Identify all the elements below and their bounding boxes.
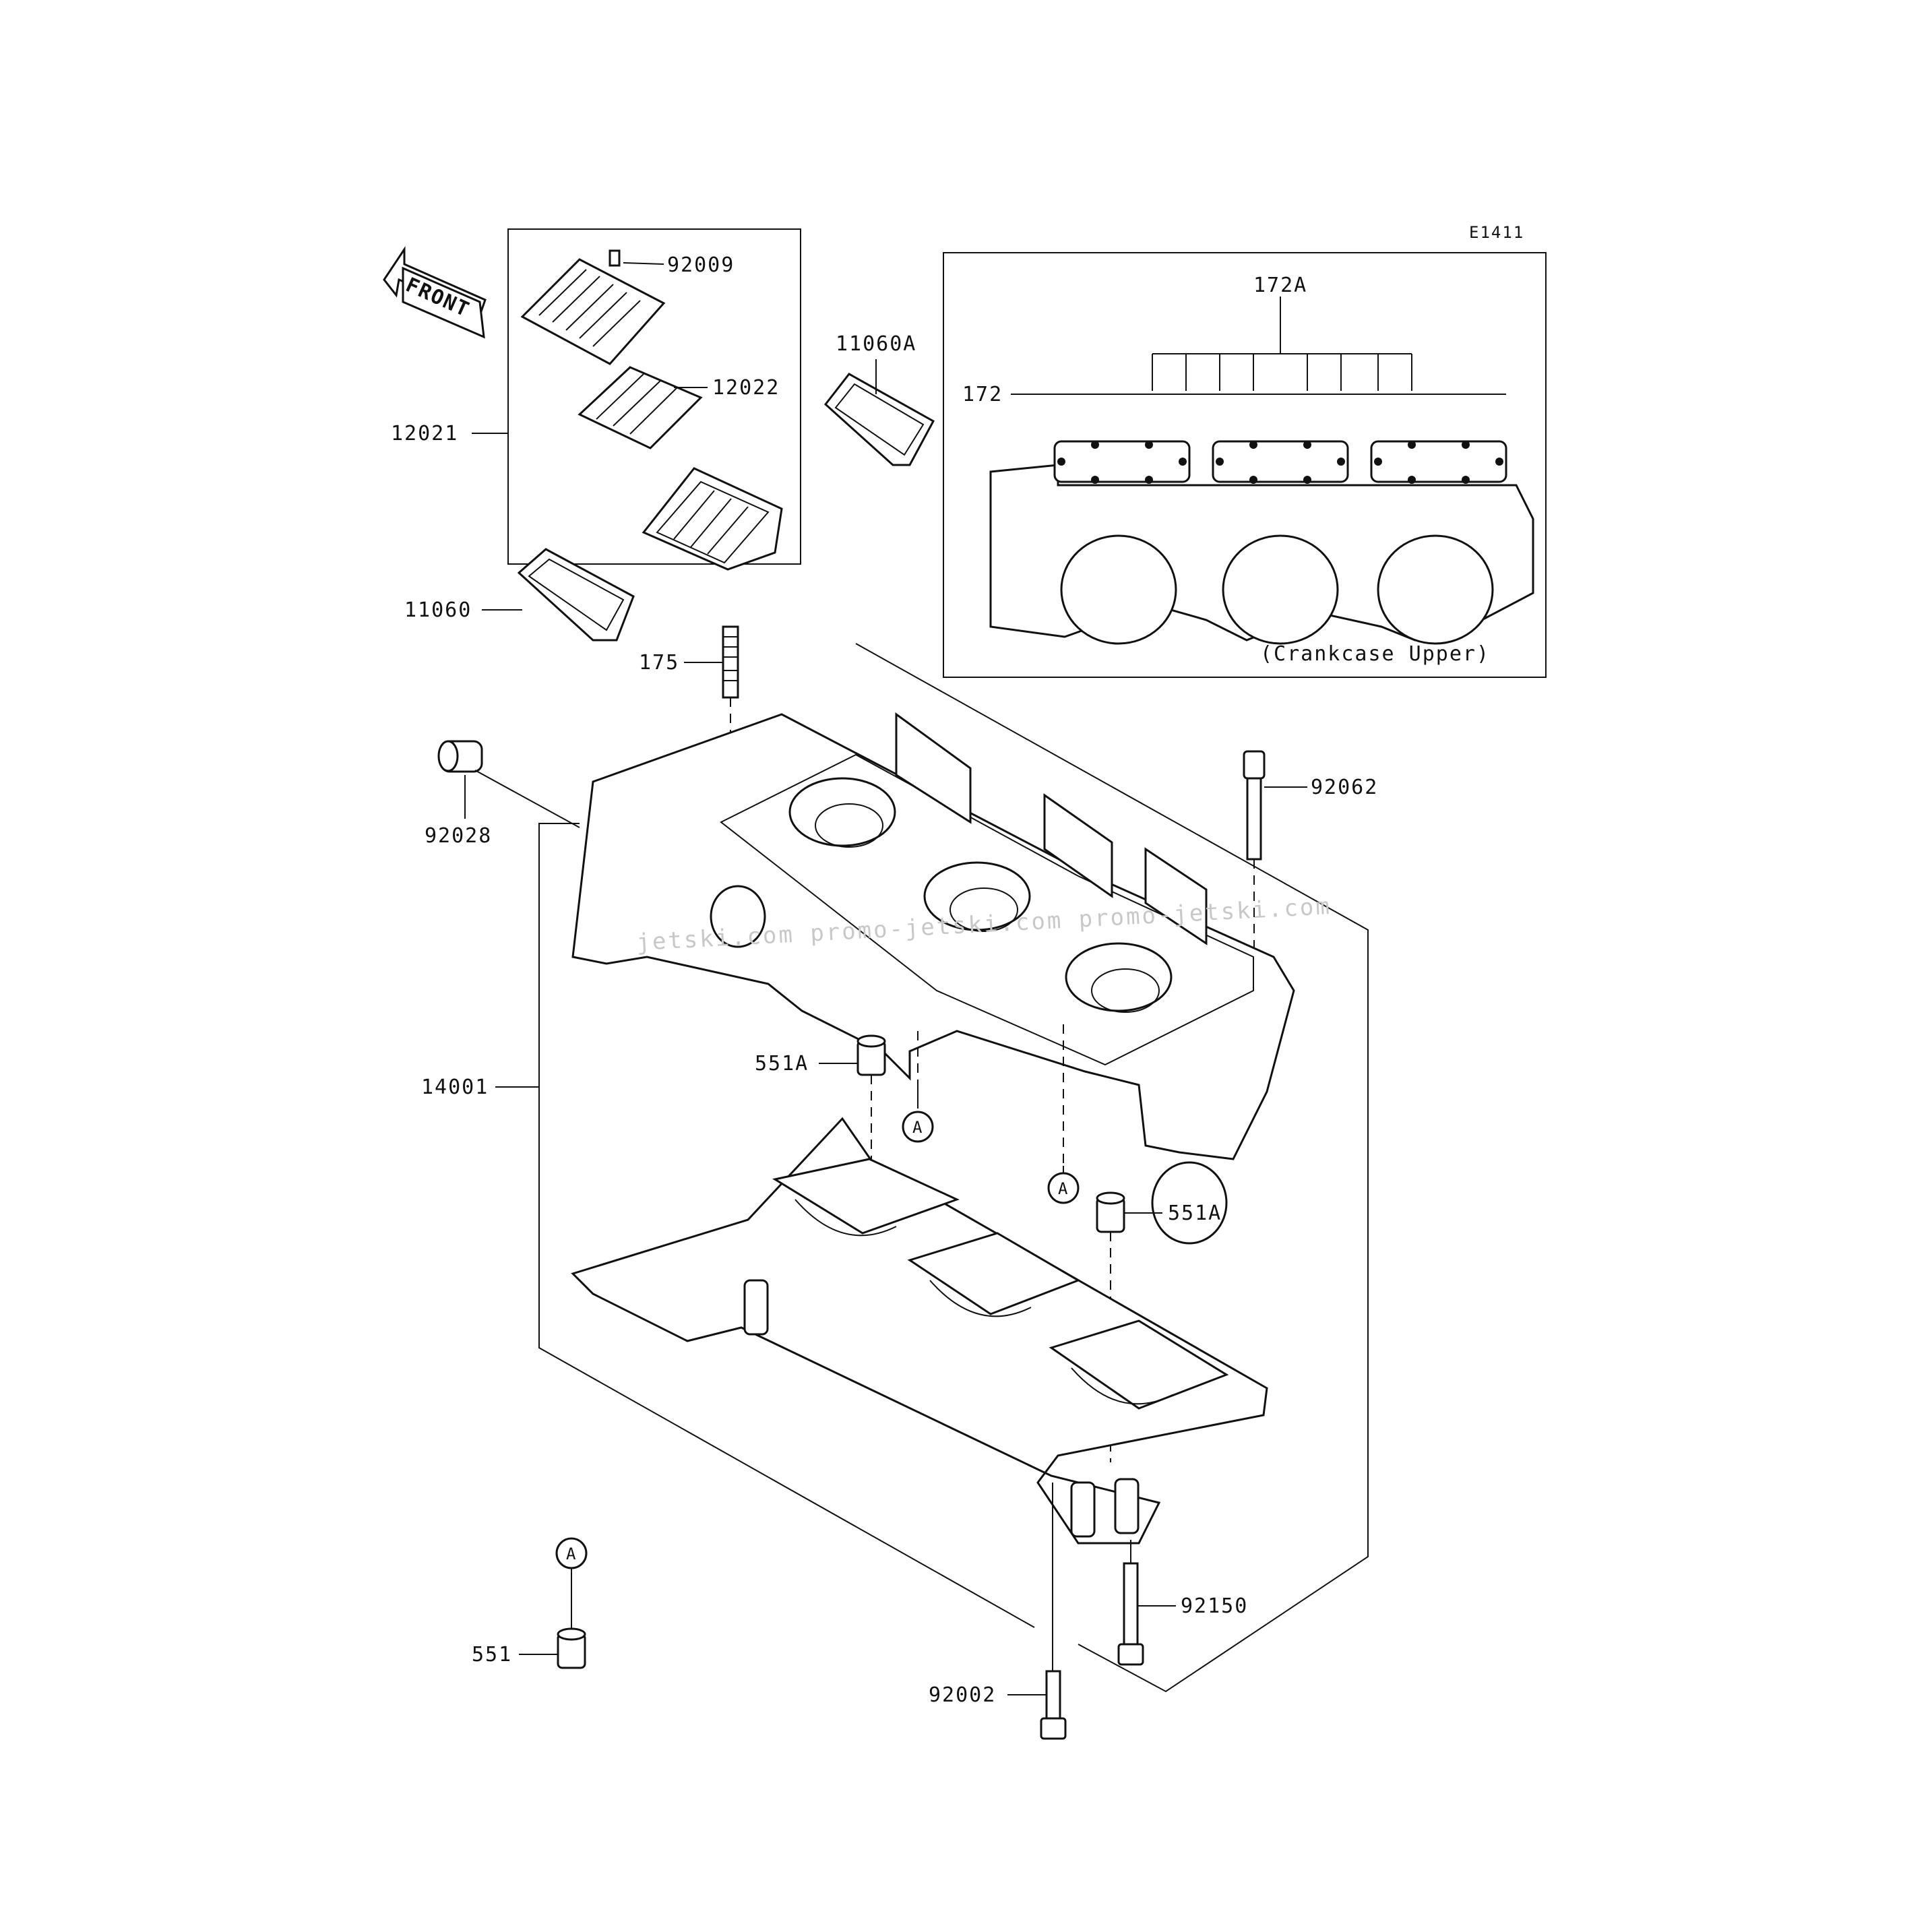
reed-valve-body [642,467,783,571]
reed-valve-kit-group: 92009 12022 12021 [391,228,801,571]
callout-92062: 92062 [1311,776,1378,799]
callout-14001: 14001 [421,1076,489,1099]
callout-92150: 92150 [1181,1594,1248,1618]
ref-marker-a-3: A [555,1537,588,1631]
callout-11060: 11060 [404,598,472,622]
gasket-11060a: 11060A [823,332,935,466]
callout-92002: 92002 [929,1683,996,1707]
ref-marker-a-1: A [902,1085,934,1143]
bolt-92002: 92002 [929,1483,1067,1740]
dowel-551a-upper: 551A [755,1034,886,1173]
front-arrow-icon: FRONT [383,246,487,339]
callout-172: 172 [962,383,1003,406]
crankcase-lower [571,1117,1268,1545]
screw-icon [609,249,621,267]
bolt-92150: 92150 [1117,1540,1248,1666]
svg-text:A: A [912,1118,923,1137]
callout-551a-middle: 551A [1168,1202,1222,1225]
dowel-551: 551 [472,1627,586,1669]
svg-text:A: A [566,1545,577,1563]
ref-marker-a-2: A [1047,1166,1080,1204]
crankcase-upper-inset: 172A 172 (Crankcase Upper) [943,252,1547,678]
callout-12021: 12021 [391,422,458,445]
callout-92028: 92028 [425,824,492,848]
inset-caption: (Crankcase Upper) [1260,642,1490,666]
crankcase-upper [571,712,1295,1245]
callout-11060a: 11060A [836,332,916,356]
callout-172a: 172A [1253,274,1307,297]
plug-92028: 92028 [425,740,580,848]
callout-175: 175 [639,651,679,675]
callout-12022: 12022 [712,376,780,400]
svg-text:A: A [1058,1179,1069,1198]
callout-551a-upper: 551A [755,1052,809,1076]
dowel-551a-middle: 551A [1096,1191,1222,1462]
diagram-id: E1411 [1469,223,1524,242]
bolt-92062: 92062 [1243,750,1378,950]
callout-551: 551 [472,1643,512,1666]
gasket-11060: 11060 [404,548,635,642]
reed-stopper-plate [520,258,666,365]
callout-92009: 92009 [667,253,735,277]
crankcase-assembly-bracket: 14001 [421,643,1369,1693]
reed-petals [578,366,703,449]
